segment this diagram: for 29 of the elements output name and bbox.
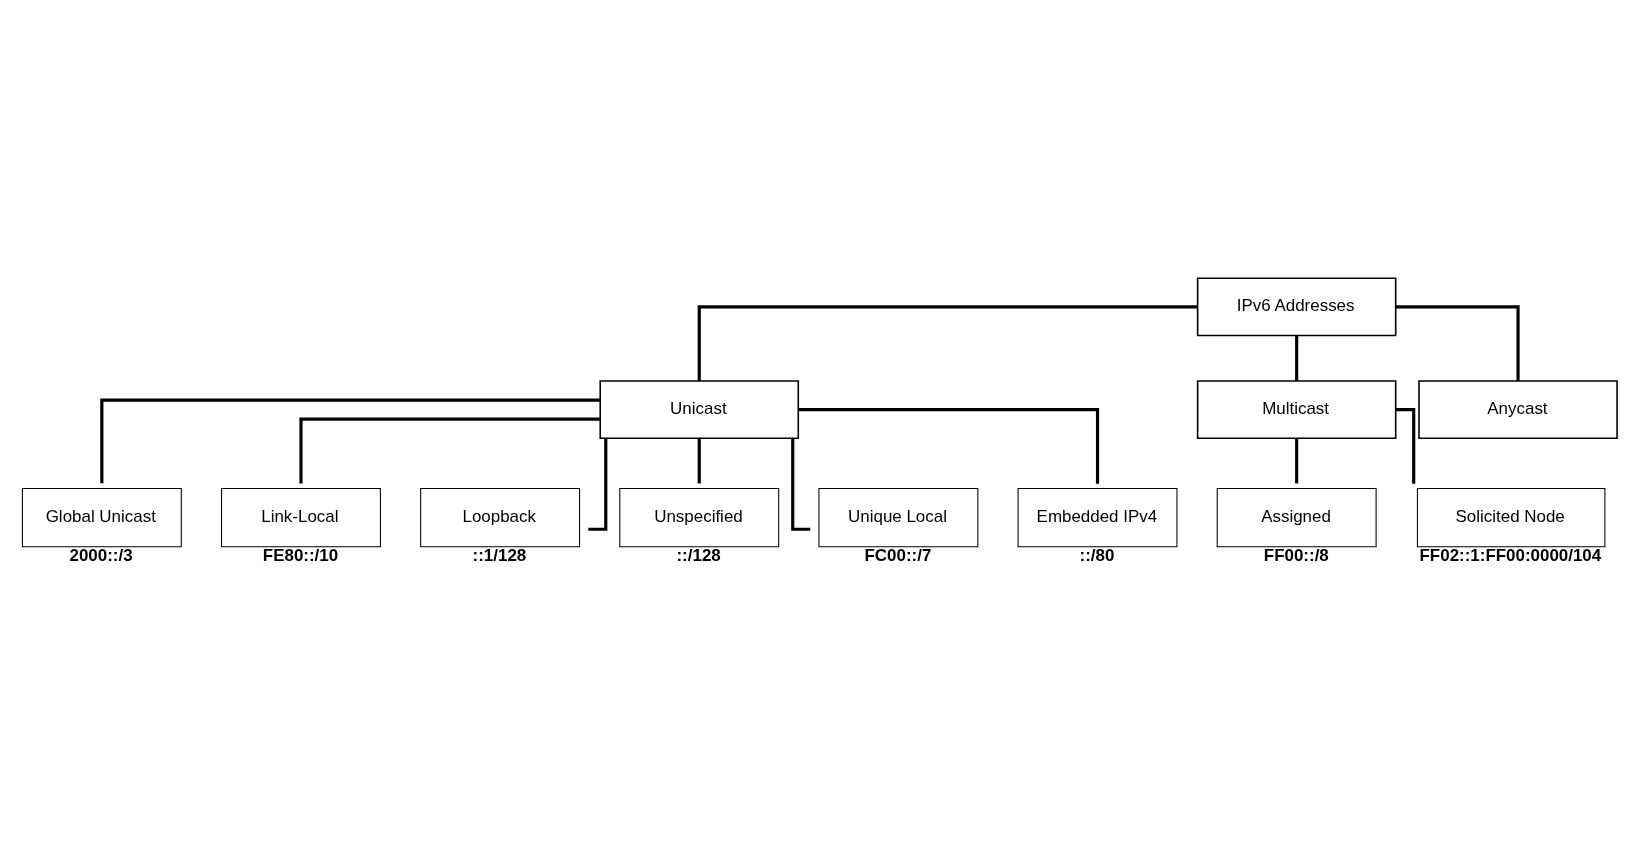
node-label: FF02::1:FF00:0000/104	[1419, 546, 1602, 566]
node-box: Loopback	[420, 487, 581, 548]
node-label: ::/128	[676, 546, 721, 566]
connector	[697, 438, 701, 484]
node-label: ::1/128	[472, 546, 527, 566]
node-box: IPv6 Addresses	[1196, 277, 1397, 337]
node-label: 2000::/3	[69, 546, 133, 566]
node-box: Solicited Node	[1416, 487, 1606, 548]
connector	[1295, 438, 1299, 484]
connector	[697, 305, 1198, 381]
node-box: Link-Local	[221, 487, 381, 548]
node-label: FF00::/8	[1263, 546, 1329, 566]
connector	[798, 408, 1100, 484]
node-label: ::/80	[1079, 546, 1115, 566]
node-box: Unicast	[599, 380, 800, 439]
node-box: Unspecified	[619, 487, 780, 548]
connector	[100, 398, 600, 484]
node-box: Embedded IPv4	[1017, 487, 1178, 548]
node-label: FE80::/10	[262, 546, 339, 566]
connector	[1396, 305, 1520, 381]
connector	[1395, 408, 1416, 484]
connector	[299, 417, 600, 484]
node-box: Anycast	[1418, 380, 1618, 439]
node-box: Multicast	[1196, 380, 1397, 439]
node-box: Global Unicast	[21, 487, 182, 548]
node-box: Assigned	[1216, 487, 1377, 548]
connector	[1295, 335, 1299, 381]
node-label: FC00::/7	[864, 546, 932, 566]
node-box: Unique Local	[818, 487, 979, 548]
